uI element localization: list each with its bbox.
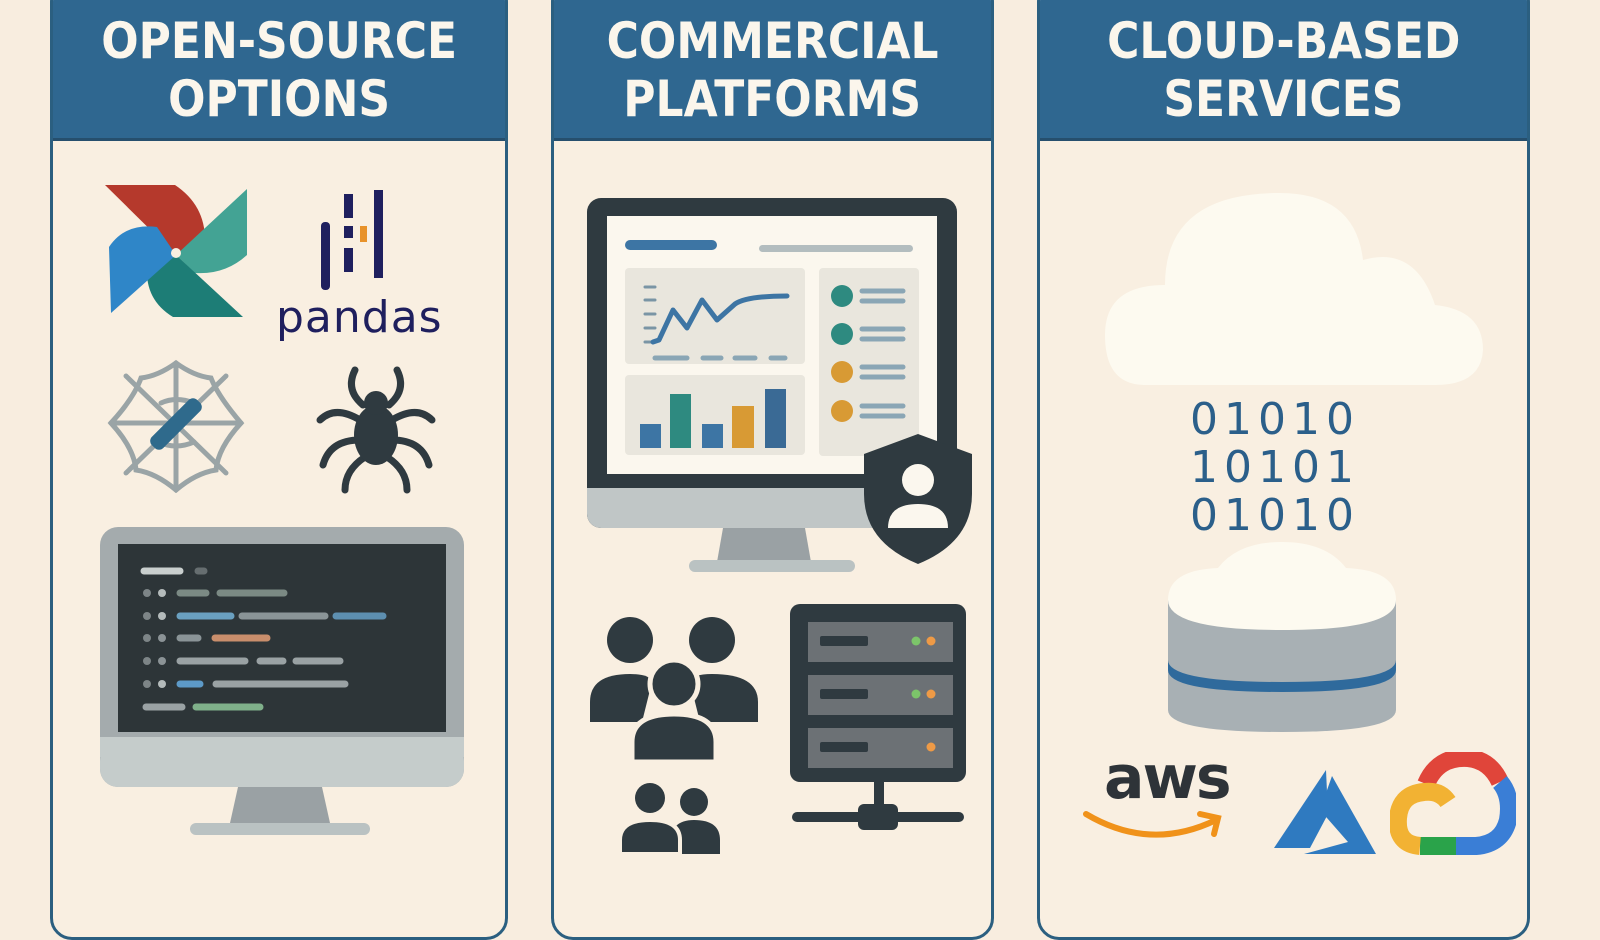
panel-title-line1: COMMERCIAL bbox=[606, 11, 939, 70]
pandas-logo-icon bbox=[318, 190, 398, 290]
airflow-pinwheel-icon bbox=[105, 185, 247, 320]
aws-smile-arrow-icon bbox=[1080, 800, 1230, 846]
binary-data-icon: 01010 10101 01010 bbox=[1190, 396, 1390, 540]
pandas-label: pandas bbox=[276, 292, 443, 343]
panel-title-line2: SERVICES bbox=[1163, 69, 1404, 128]
binary-row: 01010 bbox=[1190, 490, 1360, 541]
aws-logo-icon: aws bbox=[1104, 743, 1232, 813]
security-shield-user-icon bbox=[862, 432, 974, 566]
panel-title-line1: OPEN-SOURCE bbox=[101, 11, 457, 70]
panel-title-line2: PLATFORMS bbox=[623, 69, 922, 128]
panel-title-line2: OPTIONS bbox=[168, 69, 390, 128]
panel-header: OPEN-SOURCE OPTIONS bbox=[53, 0, 505, 141]
cloud-database-icon bbox=[1168, 540, 1396, 736]
google-cloud-logo-icon bbox=[1390, 752, 1516, 858]
dashboard-monitor-icon bbox=[587, 198, 957, 574]
spider-web-icon bbox=[106, 358, 246, 493]
team-icon bbox=[620, 782, 722, 854]
server-rack-network-icon bbox=[790, 604, 966, 832]
binary-row: 10101 bbox=[1190, 442, 1360, 493]
panel-header: CLOUD-BASED SERVICES bbox=[1040, 0, 1527, 141]
user-group-icon bbox=[590, 612, 758, 764]
azure-logo-icon bbox=[1270, 770, 1378, 854]
cloud-icon bbox=[1105, 175, 1483, 387]
panel-header: COMMERCIAL PLATFORMS bbox=[554, 0, 991, 141]
spider-icon bbox=[315, 365, 437, 495]
panel-title-line1: CLOUD-BASED bbox=[1106, 11, 1461, 70]
cloud-panel: CLOUD-BASED SERVICES bbox=[1037, 0, 1530, 940]
binary-row: 01010 bbox=[1190, 394, 1360, 445]
code-editor-monitor-icon bbox=[100, 527, 464, 837]
